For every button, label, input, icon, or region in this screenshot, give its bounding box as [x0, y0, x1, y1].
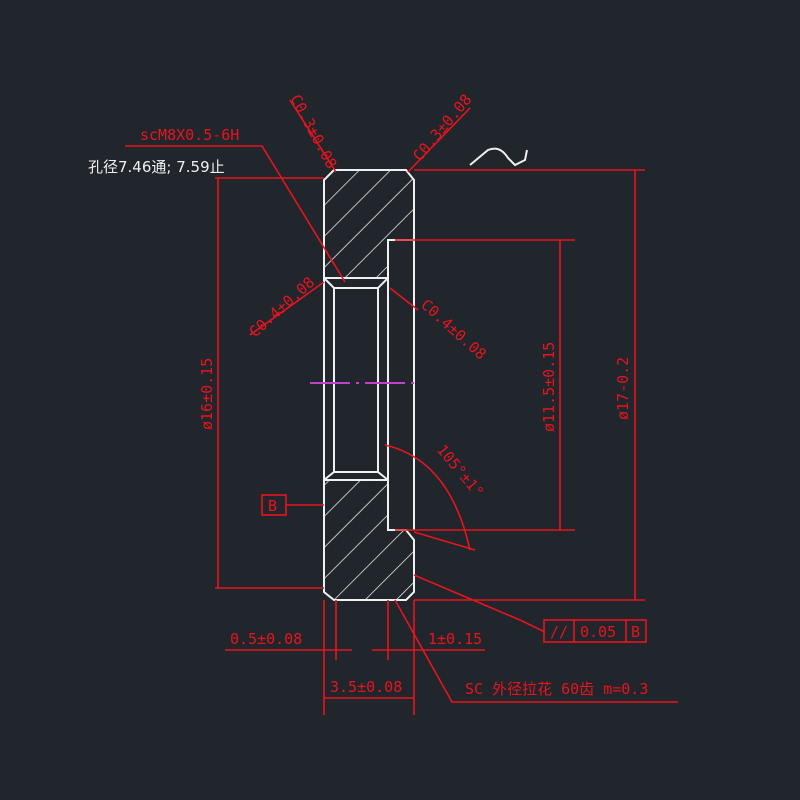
parallelism-symbol: //: [550, 623, 568, 641]
dia-17-label: ø17-0.2: [614, 357, 632, 420]
chamfer-top-left-label: C0.3±0.08: [286, 91, 340, 171]
chamfer-top-right-label: C0.3±0.08: [409, 91, 475, 165]
tolerance-datum: B: [631, 623, 640, 641]
dim-0-5-label: 0.5±0.08: [230, 630, 302, 648]
surface-wave-symbol: [469, 147, 528, 167]
angle-label: 105°±1°: [433, 441, 487, 501]
part-section: [323, 169, 415, 601]
tolerance-value: 0.05: [580, 623, 616, 641]
thread-spec-label: scM8X0.5-6H: [140, 126, 239, 144]
dim-1-label: 1±0.15: [428, 630, 482, 648]
datum-b-label: B: [268, 497, 277, 515]
dimension-lines: [125, 99, 678, 715]
hole-note-label: 孔径7.46通; 7.59止: [88, 158, 225, 176]
dia-16-label: ø16±0.15: [198, 358, 216, 430]
chamfer-bore-left-label: C0.4±0.08: [246, 273, 318, 341]
chamfer-bore-right-label: C0.4±0.08: [417, 296, 489, 364]
dia-11-5-label: ø11.5±0.15: [540, 342, 558, 432]
dim-3-5-label: 3.5±0.08: [330, 678, 402, 696]
knurl-note-label: SC 外径拉花 60齿 m=0.3: [465, 680, 648, 698]
